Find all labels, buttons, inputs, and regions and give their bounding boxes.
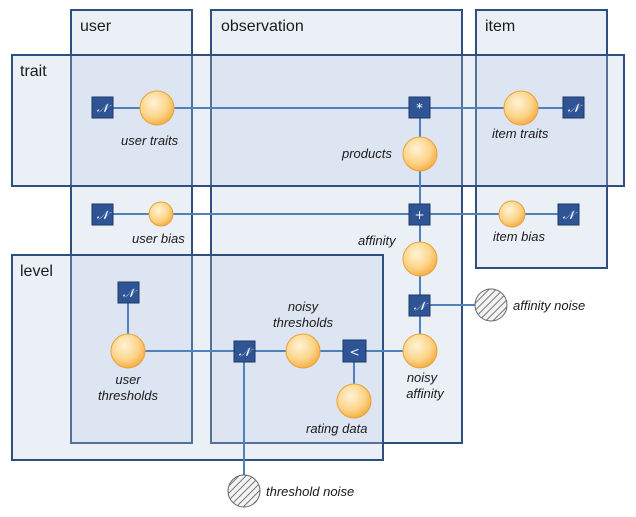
plate-label-user: user bbox=[80, 18, 112, 35]
svg-text:𝒩: 𝒩 bbox=[414, 299, 429, 313]
var-user-traits bbox=[139, 90, 175, 126]
factor-user-traits-prior: 𝒩 bbox=[91, 96, 114, 119]
label-rating-data: rating data bbox=[306, 421, 367, 436]
plate-label-observation: observation bbox=[221, 18, 304, 35]
var-affinity-noise bbox=[474, 288, 508, 322]
factor-product: * bbox=[408, 96, 431, 119]
label-affinity-noise: affinity noise bbox=[513, 298, 585, 313]
label-item-traits: item traits bbox=[492, 126, 549, 141]
var-item-traits bbox=[503, 90, 539, 126]
var-rating-data bbox=[336, 383, 372, 419]
label-user-thresholds-2: thresholds bbox=[98, 388, 158, 403]
var-noisy-affinity bbox=[402, 333, 438, 369]
factor-sum: + bbox=[408, 203, 431, 226]
var-user-thresholds bbox=[110, 333, 146, 369]
plate-label-trait: trait bbox=[20, 63, 47, 80]
label-noisy-thresholds-2: thresholds bbox=[273, 315, 333, 330]
label-user-traits: user traits bbox=[121, 133, 179, 148]
factor-user-thresholds-prior: 𝒩 bbox=[117, 281, 140, 304]
factor-compare: < bbox=[342, 339, 367, 363]
label-item-bias: item bias bbox=[493, 229, 546, 244]
factor-affinity-noise: 𝒩 bbox=[408, 294, 431, 317]
var-products bbox=[402, 136, 438, 172]
svg-text:𝒩: 𝒩 bbox=[97, 101, 112, 115]
svg-text:𝒩: 𝒩 bbox=[568, 101, 583, 115]
plate-level bbox=[11, 254, 384, 461]
var-user-bias bbox=[148, 201, 174, 227]
plate-item bbox=[475, 9, 608, 269]
label-affinity: affinity bbox=[358, 233, 397, 248]
factor-item-traits-prior: 𝒩 bbox=[562, 96, 585, 119]
label-user-bias: user bias bbox=[132, 231, 185, 246]
label-noisy-affinity-2: affinity bbox=[406, 386, 445, 401]
var-item-bias bbox=[498, 200, 526, 228]
label-products: products bbox=[341, 146, 392, 161]
label-noisy-affinity-1: noisy bbox=[407, 370, 439, 385]
factor-user-bias-prior: 𝒩 bbox=[91, 203, 114, 226]
svg-text:+: + bbox=[414, 208, 424, 222]
svg-text:*: * bbox=[417, 101, 423, 115]
label-noisy-thresholds-1: noisy bbox=[288, 299, 320, 314]
svg-text:𝒩: 𝒩 bbox=[123, 286, 138, 300]
var-affinity bbox=[402, 241, 438, 277]
label-threshold-noise: threshold noise bbox=[266, 484, 354, 499]
label-user-thresholds-1: user bbox=[115, 372, 141, 387]
svg-text:𝒩: 𝒩 bbox=[239, 345, 254, 359]
plate-label-item: item bbox=[485, 18, 515, 35]
factor-threshold-noise: 𝒩 bbox=[233, 340, 256, 363]
plate-user bbox=[70, 9, 193, 444]
var-noisy-thresholds bbox=[285, 333, 321, 369]
factor-item-bias-prior: 𝒩 bbox=[557, 203, 580, 226]
svg-text:<: < bbox=[349, 345, 359, 359]
plate-label-level: level bbox=[20, 263, 53, 280]
svg-text:𝒩: 𝒩 bbox=[563, 208, 578, 222]
var-threshold-noise bbox=[227, 474, 261, 508]
svg-text:𝒩: 𝒩 bbox=[97, 208, 112, 222]
